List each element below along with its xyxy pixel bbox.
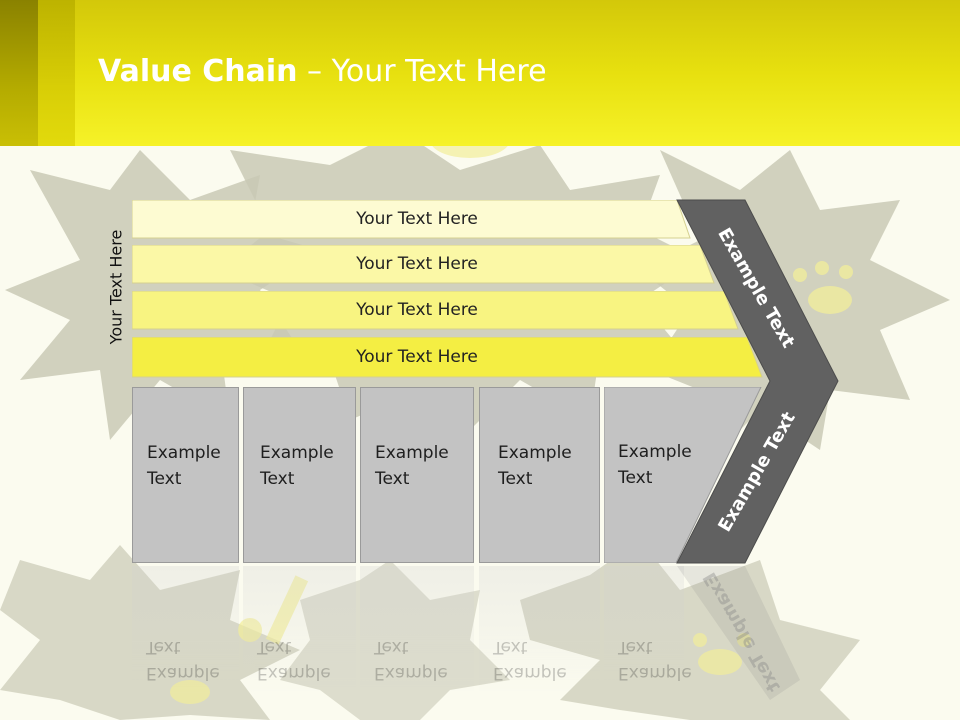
card-reflection: Example Text [479, 566, 600, 696]
paw-toe [693, 633, 707, 647]
header-band: Value Chain – Your Text Here [0, 0, 960, 146]
card-reflection: Example Text [360, 566, 474, 696]
slide-title: Value Chain – Your Text Here [98, 54, 547, 89]
paw-toe [815, 261, 829, 275]
reflection-line1: Example [257, 663, 331, 683]
card-reflection: Example Text [132, 566, 239, 696]
key-shape [265, 575, 309, 645]
side-label: Your Text Here [106, 229, 126, 345]
card-line1: Example [375, 443, 449, 463]
paw-pad [808, 286, 852, 314]
reflection-line2: Text [493, 637, 528, 657]
card-line2: Text [260, 469, 295, 489]
card-line2: Text [498, 469, 533, 489]
header-accent-bar [0, 0, 38, 146]
reflection-line1: Example [374, 663, 448, 683]
strip-label: Your Text Here [356, 254, 478, 274]
header-accent-bar [38, 0, 75, 146]
starburst-bottom-mid [280, 560, 510, 720]
strip-label: Your Text Here [356, 300, 478, 320]
card-line1: Example [147, 443, 221, 463]
reflection-line1: Example [493, 663, 567, 683]
paw-toe [793, 268, 807, 282]
strip-label: Your Text Here [356, 209, 478, 229]
card-line1: Example [260, 443, 334, 463]
paw-toe [737, 633, 751, 647]
card-reflection: Example Text [604, 566, 692, 696]
card-line2: Text [147, 469, 182, 489]
card-line1: Example [618, 442, 692, 462]
title-rest: – Your Text Here [297, 54, 547, 89]
reflection-line1: Example [146, 663, 220, 683]
reflection-line2: Text [618, 637, 653, 657]
card-line2: Text [375, 469, 410, 489]
reflection-line2: Text [374, 637, 409, 657]
card-line2: Text [618, 468, 653, 488]
title-bold: Value Chain [98, 54, 298, 89]
key-head [238, 618, 262, 642]
card-reflection: Example Text [243, 566, 356, 696]
starburst-bottom-right [520, 540, 860, 720]
starburst-bottom-left [0, 545, 300, 720]
paw-pad [170, 680, 210, 704]
reflection-line1: Example [618, 663, 692, 683]
paw-pad [698, 649, 742, 675]
strip-label: Your Text Here [356, 347, 478, 367]
card-line1: Example [498, 443, 572, 463]
reflection-line2: Text [257, 637, 292, 657]
paw-toe [839, 265, 853, 279]
reflection-line2: Text [146, 637, 181, 657]
